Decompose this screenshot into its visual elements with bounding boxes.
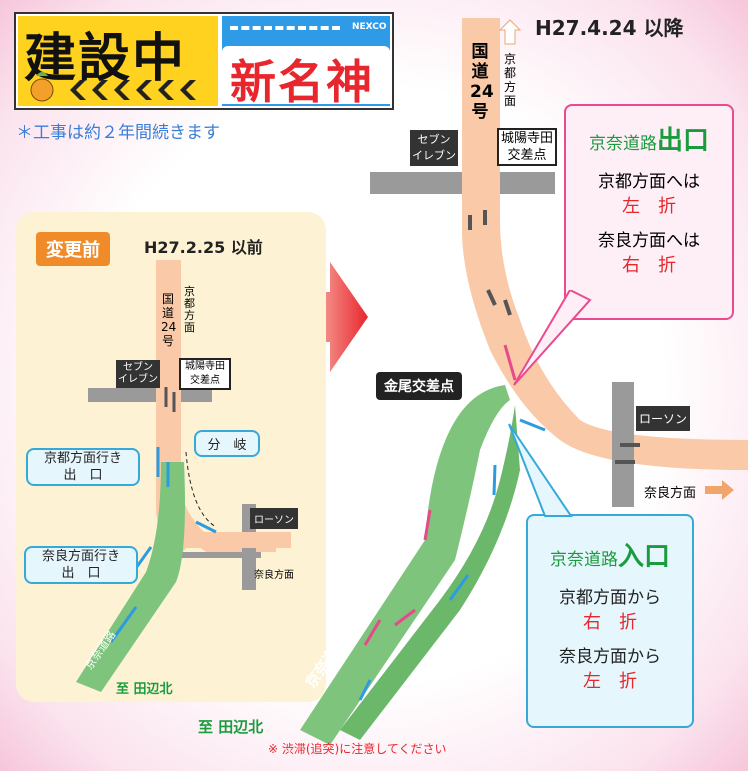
- road-dash-icon: [230, 26, 340, 36]
- exit-callout: 京奈道路出口 京都方面へは 左 折 奈良方面へは 右 折: [564, 104, 734, 320]
- title-right-panel: NEXCO 新名神: [222, 16, 390, 109]
- after-nara-direction: 奈良方面: [644, 486, 697, 501]
- after-lawson: ローソン: [636, 406, 690, 431]
- before-lawson: ローソン: [250, 508, 298, 529]
- before-date: H27.2.25 以前: [144, 238, 263, 257]
- before-exit-kyoto-callout: 京都方面行き出 口: [26, 448, 140, 486]
- chevron-stripe-icon: [30, 72, 196, 102]
- footnote: ※ 渋滞(追突)に注意してください: [268, 742, 447, 756]
- construction-note: ＊工事は約２年間続きます: [16, 123, 220, 143]
- entry-title: 京奈道路入口: [549, 542, 670, 572]
- before-road-map: [76, 260, 291, 692]
- entry-kyoto-text: 京都方面から: [559, 588, 661, 608]
- before-route-label: 国道24号: [161, 292, 177, 348]
- entry-nara-turn: 左 折: [583, 671, 637, 692]
- before-nara-direction: 奈良方面: [254, 570, 294, 581]
- entry-callout-pointer: [508, 423, 573, 517]
- exit-kyoto-text: 京都方面へは: [598, 172, 700, 192]
- entry-kyoto-turn: 右 折: [583, 612, 637, 633]
- kanao-intersection-label: 金尾交差点: [376, 372, 462, 400]
- after-route-label: 国道24号: [470, 42, 494, 122]
- entry-callout: 京奈道路入口 京都方面から 右 折 奈良方面から 左 折: [526, 514, 694, 728]
- exit-kyoto-turn: 左 折: [622, 196, 676, 217]
- before-panel: 変更前 H27.2.25 以前 国道24号 京都方面 セブンイレブン 城陽寺田交…: [16, 212, 326, 702]
- transition-arrow-icon: [290, 262, 368, 372]
- before-intersection-label: 城陽寺田交差点: [179, 358, 231, 390]
- exit-nara-turn: 右 折: [622, 255, 676, 276]
- after-to-tanabekita: 至 田辺北: [198, 718, 264, 736]
- before-exit-nara-callout: 奈良方面行き出 口: [24, 546, 138, 584]
- exit-title: 京奈道路出口: [588, 126, 709, 156]
- title-banner: 建設中 NEXCO 新名神: [14, 12, 394, 110]
- title-left-panel: 建設中: [18, 16, 218, 106]
- exit-nara-text: 奈良方面へは: [598, 231, 700, 251]
- before-seven-eleven: セブンイレブン: [116, 360, 160, 388]
- entry-nara-text: 奈良方面から: [559, 647, 661, 667]
- after-seven-eleven: セブンイレブン: [410, 130, 458, 166]
- before-badge: 変更前: [36, 232, 110, 266]
- before-kyoto-direction: 京都方面: [184, 285, 195, 334]
- title-shinmeishin: 新名神: [230, 55, 374, 109]
- after-intersection-label: 城陽寺田交差点: [497, 128, 557, 166]
- title-construction: 建設中: [24, 29, 187, 89]
- before-branch-callout: 分 岐: [194, 430, 260, 457]
- nexco-logo: NEXCO: [352, 22, 387, 32]
- before-to-tanabekita: 至 田辺北: [116, 682, 173, 697]
- after-kyoto-direction: 京都方面: [504, 52, 517, 108]
- exit-callout-pointer: [513, 290, 592, 386]
- date-after: H27.4.24 以降: [535, 16, 684, 40]
